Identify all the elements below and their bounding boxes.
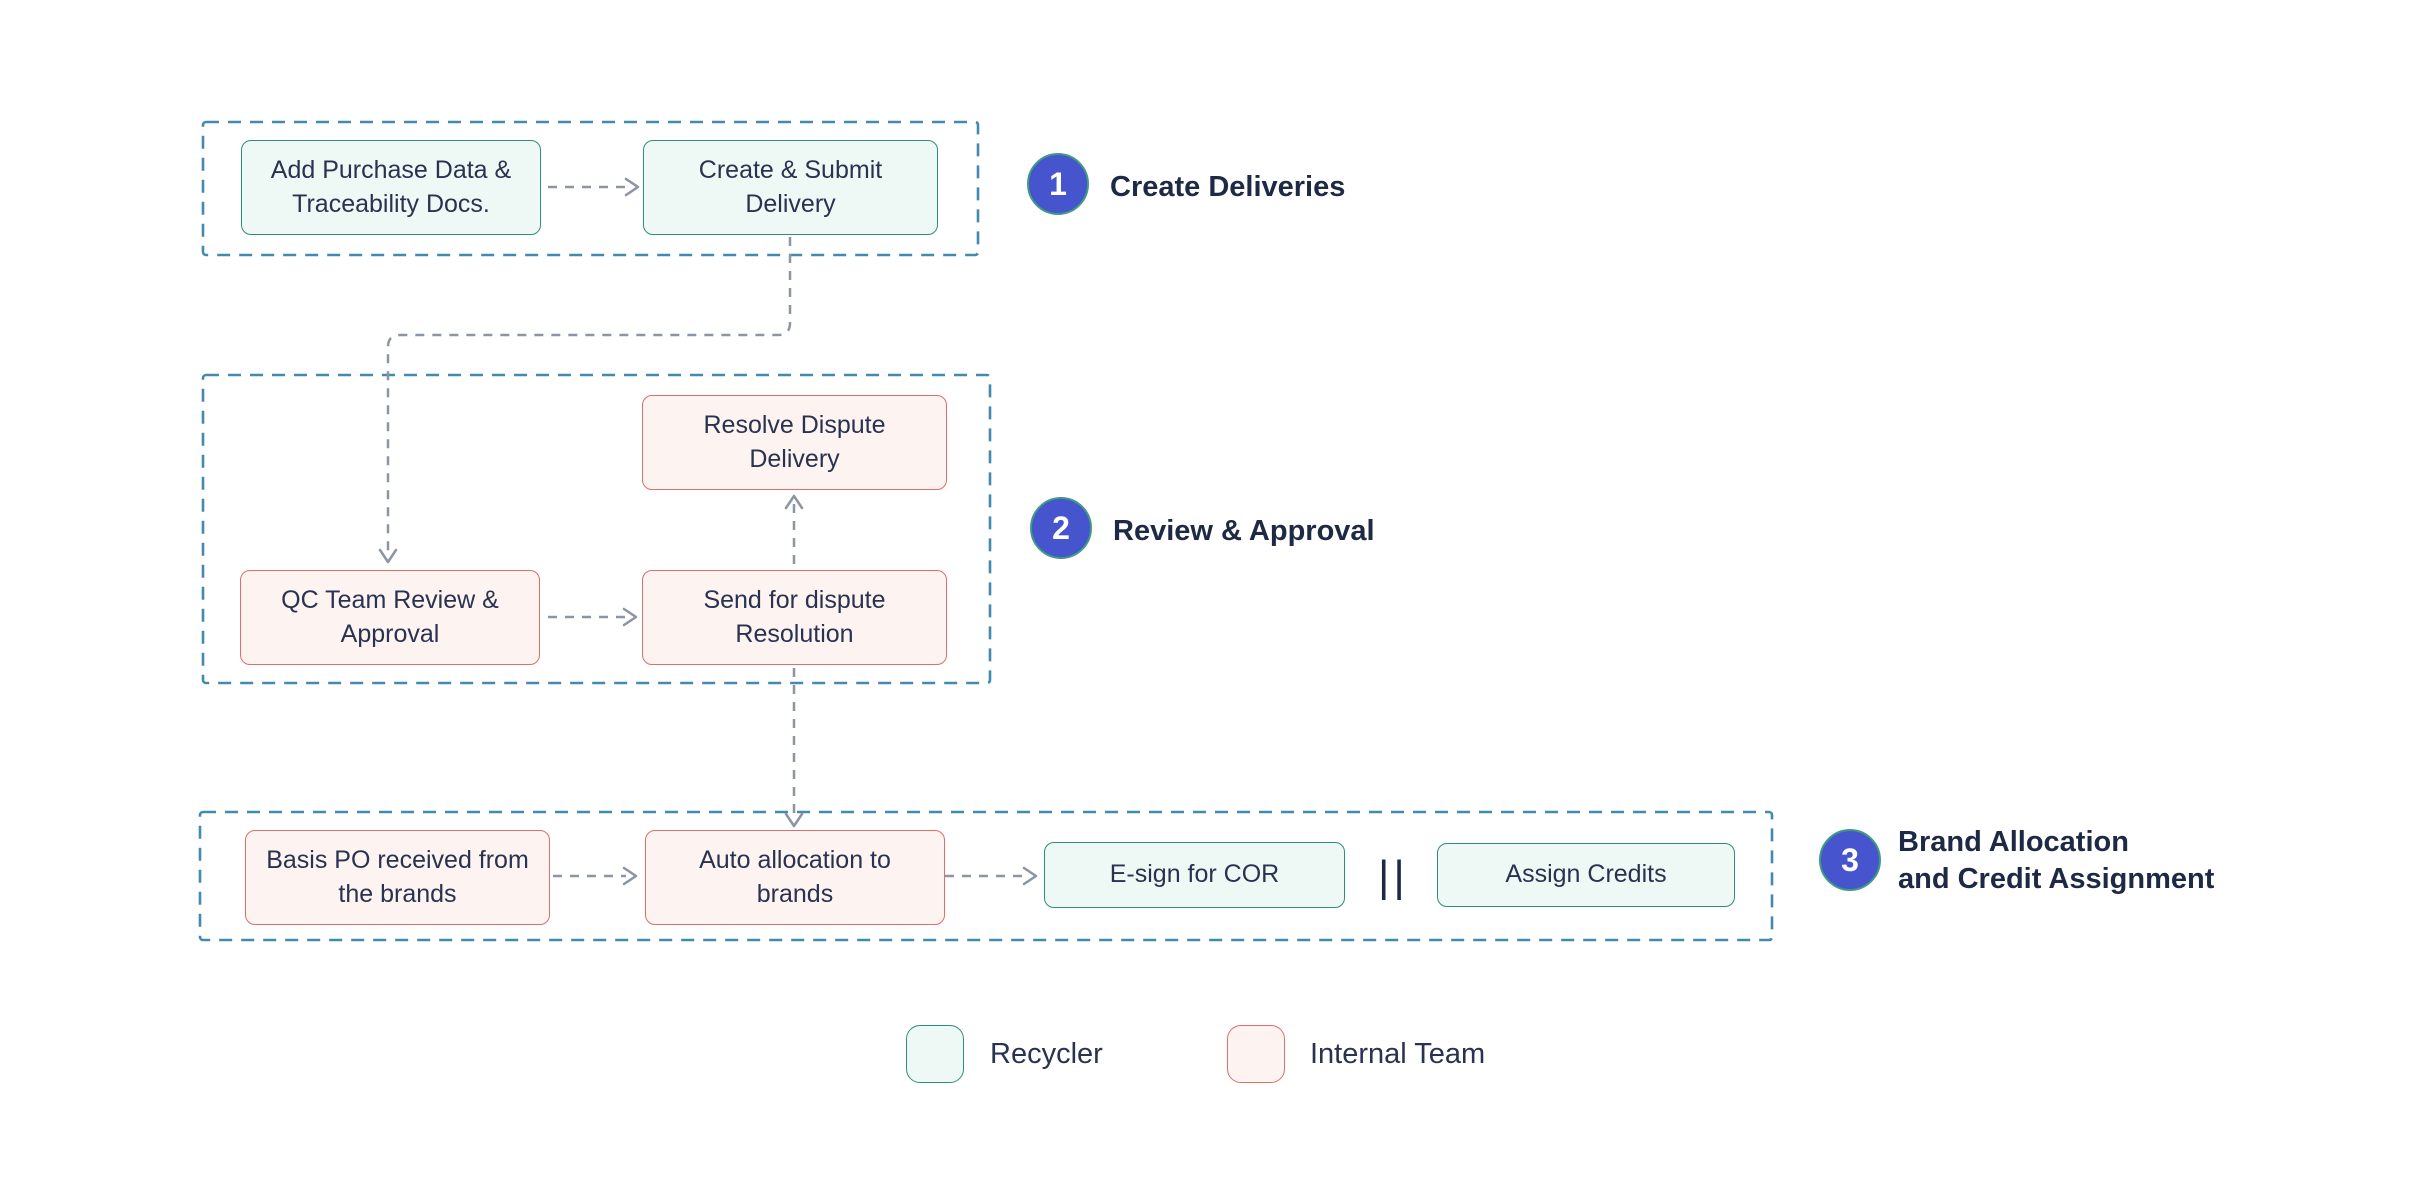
arrowhead-send-to-resolve bbox=[784, 494, 804, 510]
stage1-badge-number: 1 bbox=[1049, 165, 1067, 202]
connector-create-to-qc bbox=[386, 237, 792, 554]
node-esign-for-cor-label: E-sign for COR bbox=[1109, 860, 1280, 889]
arrowhead-qc-to-send bbox=[622, 607, 638, 627]
arrowhead-send-to-auto bbox=[784, 812, 804, 828]
stage2-title: Review & Approval bbox=[1113, 513, 1375, 550]
stage1-title-text: Create Deliveries bbox=[1110, 171, 1346, 203]
legend-internal-swatch bbox=[1227, 1025, 1285, 1083]
arrowhead-basis-to-auto bbox=[622, 866, 638, 886]
stage1-group-border bbox=[201, 120, 980, 257]
legend-recycler-label-text: Recycler bbox=[990, 1038, 1103, 1070]
node-auto-allocation: Auto allocation to brands bbox=[645, 830, 945, 925]
node-assign-credits-label: Assign Credits bbox=[1505, 860, 1667, 889]
stage3-title-line1: Brand Allocation bbox=[1898, 826, 2129, 858]
node-resolve-dispute-delivery-label: Resolve Dispute Delivery bbox=[703, 410, 886, 473]
node-basis-po-received: Basis PO received from the brands bbox=[245, 830, 550, 925]
arrowhead-auto-to-esign bbox=[1022, 866, 1038, 886]
stage3-group-border bbox=[198, 810, 1774, 942]
node-add-purchase-data: Add Purchase Data & Traceability Docs. bbox=[241, 140, 541, 235]
stage3-title: Brand Allocation and Credit Assignment bbox=[1898, 824, 2214, 898]
stage2-group-border bbox=[201, 373, 992, 685]
stage3-badge: 3 bbox=[1819, 829, 1881, 891]
stage1-badge: 1 bbox=[1027, 153, 1089, 215]
node-send-for-dispute: Send for dispute Resolution bbox=[642, 570, 947, 665]
legend-internal-label-text: Internal Team bbox=[1310, 1038, 1486, 1070]
node-add-purchase-data-label: Add Purchase Data & Traceability Docs. bbox=[270, 155, 512, 218]
arrowhead-create-to-qc bbox=[378, 548, 398, 564]
stage2-badge-number: 2 bbox=[1052, 509, 1070, 546]
node-esign-for-cor: E-sign for COR bbox=[1044, 842, 1345, 908]
stage2-badge: 2 bbox=[1030, 497, 1092, 559]
node-qc-team-review: QC Team Review & Approval bbox=[240, 570, 540, 665]
stage2-title-text: Review & Approval bbox=[1113, 515, 1375, 547]
node-resolve-dispute-delivery: Resolve Dispute Delivery bbox=[642, 395, 947, 490]
legend-recycler-swatch bbox=[906, 1025, 964, 1083]
node-create-submit-delivery-label: Create & Submit Delivery bbox=[698, 155, 883, 218]
parallel-separator: || bbox=[1378, 852, 1409, 902]
legend-recycler-label: Recycler bbox=[990, 1038, 1103, 1071]
parallel-separator-glyph: || bbox=[1378, 852, 1409, 901]
node-basis-po-received-label: Basis PO received from the brands bbox=[266, 845, 529, 908]
node-create-submit-delivery: Create & Submit Delivery bbox=[643, 140, 938, 235]
node-auto-allocation-label: Auto allocation to brands bbox=[699, 845, 891, 908]
arrowhead-add-to-create bbox=[624, 177, 640, 197]
node-assign-credits: Assign Credits bbox=[1437, 843, 1735, 907]
legend-internal-label: Internal Team bbox=[1310, 1038, 1485, 1071]
node-send-for-dispute-label: Send for dispute Resolution bbox=[703, 585, 886, 648]
stage3-badge-number: 3 bbox=[1841, 841, 1859, 878]
node-qc-team-review-label: QC Team Review & Approval bbox=[281, 585, 499, 648]
stage1-title: Create Deliveries bbox=[1110, 169, 1345, 206]
stage3-title-line2: and Credit Assignment bbox=[1898, 863, 2215, 896]
